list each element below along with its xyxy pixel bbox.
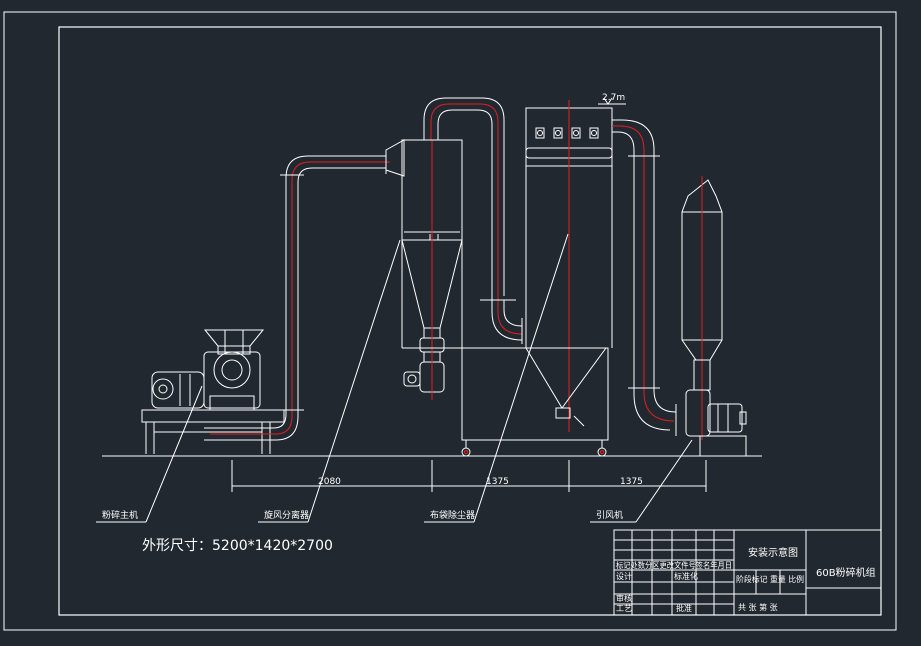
label-cyclone: 旋风分离器 (264, 509, 309, 521)
size-note: 外形尺寸：5200*1420*2700 (142, 538, 333, 554)
title-block-approve: 批准 (676, 603, 692, 613)
pipe-cyclone-bagfilter (418, 97, 523, 344)
dimension-1: 2080 (318, 477, 341, 487)
induced-fan (681, 176, 747, 457)
pipe-bagfilter-fan (612, 119, 677, 436)
label-crusher: 粉碎主机 (102, 509, 138, 521)
leader-lines (96, 233, 693, 523)
outer-frame (3, 11, 897, 631)
title-block-title: 安装示意图 (748, 546, 798, 559)
title-block-stage-header: 阶段标记 重量 比例 (736, 574, 804, 584)
title-block-check: 审核 (616, 593, 632, 603)
title-block-standard: 标准化 (674, 571, 698, 581)
bag-filter (461, 97, 626, 457)
title-block-process: 工艺 (616, 604, 632, 613)
inner-frame (58, 26, 882, 616)
height-label: 2.7m (602, 93, 625, 103)
label-fan: 引风机 (596, 509, 623, 521)
pipe-crusher-cyclone (204, 150, 390, 441)
cyclone-separator (385, 139, 463, 400)
title-block-change-row: 标记处数分区更改文件号签名年月日 (616, 560, 732, 570)
label-bag-filter: 布袋除尘器 (430, 509, 475, 521)
dimension-2: 1375 (486, 477, 509, 487)
dimension-3: 1375 (620, 477, 643, 487)
dimension-line (231, 460, 707, 492)
title-block (613, 529, 882, 616)
crusher-unit (141, 329, 285, 454)
title-block-sheets: 共 张 第 张 (738, 602, 778, 612)
title-block-drawing-name: 60B粉碎机组 (816, 566, 876, 579)
title-block-design: 设计 (616, 571, 632, 581)
